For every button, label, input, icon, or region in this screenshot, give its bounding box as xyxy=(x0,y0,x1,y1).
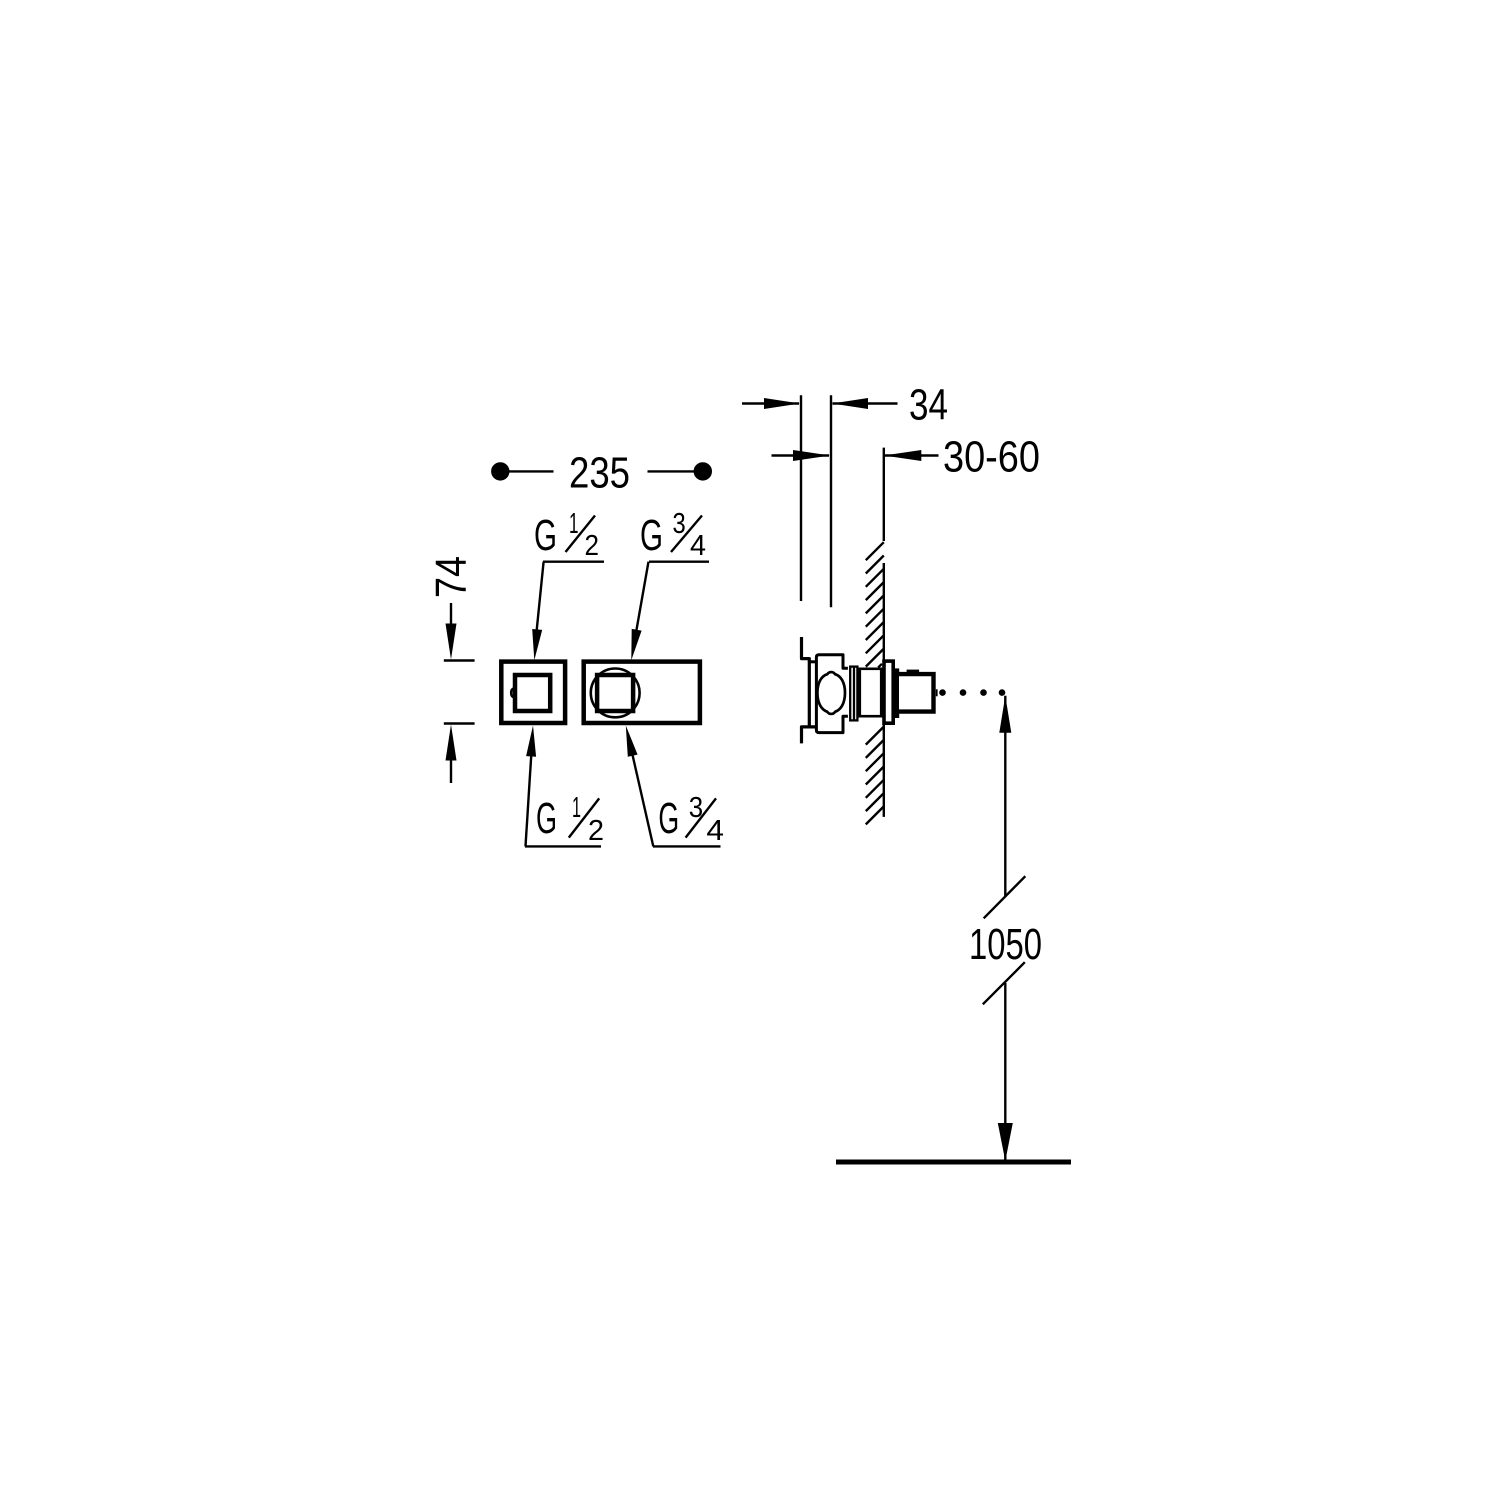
svg-text:G: G xyxy=(640,511,663,560)
svg-text:3: 3 xyxy=(689,792,703,824)
svg-text:30-60: 30-60 xyxy=(943,432,1040,481)
svg-text:34: 34 xyxy=(909,380,948,429)
svg-text:235: 235 xyxy=(569,449,630,498)
svg-text:74: 74 xyxy=(427,556,476,598)
svg-text:4: 4 xyxy=(706,815,724,847)
svg-text:G: G xyxy=(536,794,557,843)
svg-text:2: 2 xyxy=(588,815,604,847)
svg-text:2: 2 xyxy=(585,530,600,562)
svg-text:G: G xyxy=(534,511,557,560)
svg-text:1050: 1050 xyxy=(969,920,1042,969)
svg-text:1: 1 xyxy=(569,508,579,540)
svg-text:3: 3 xyxy=(673,508,686,540)
svg-text:G: G xyxy=(658,794,679,843)
svg-text:4: 4 xyxy=(690,530,706,562)
svg-text:1: 1 xyxy=(572,792,581,824)
